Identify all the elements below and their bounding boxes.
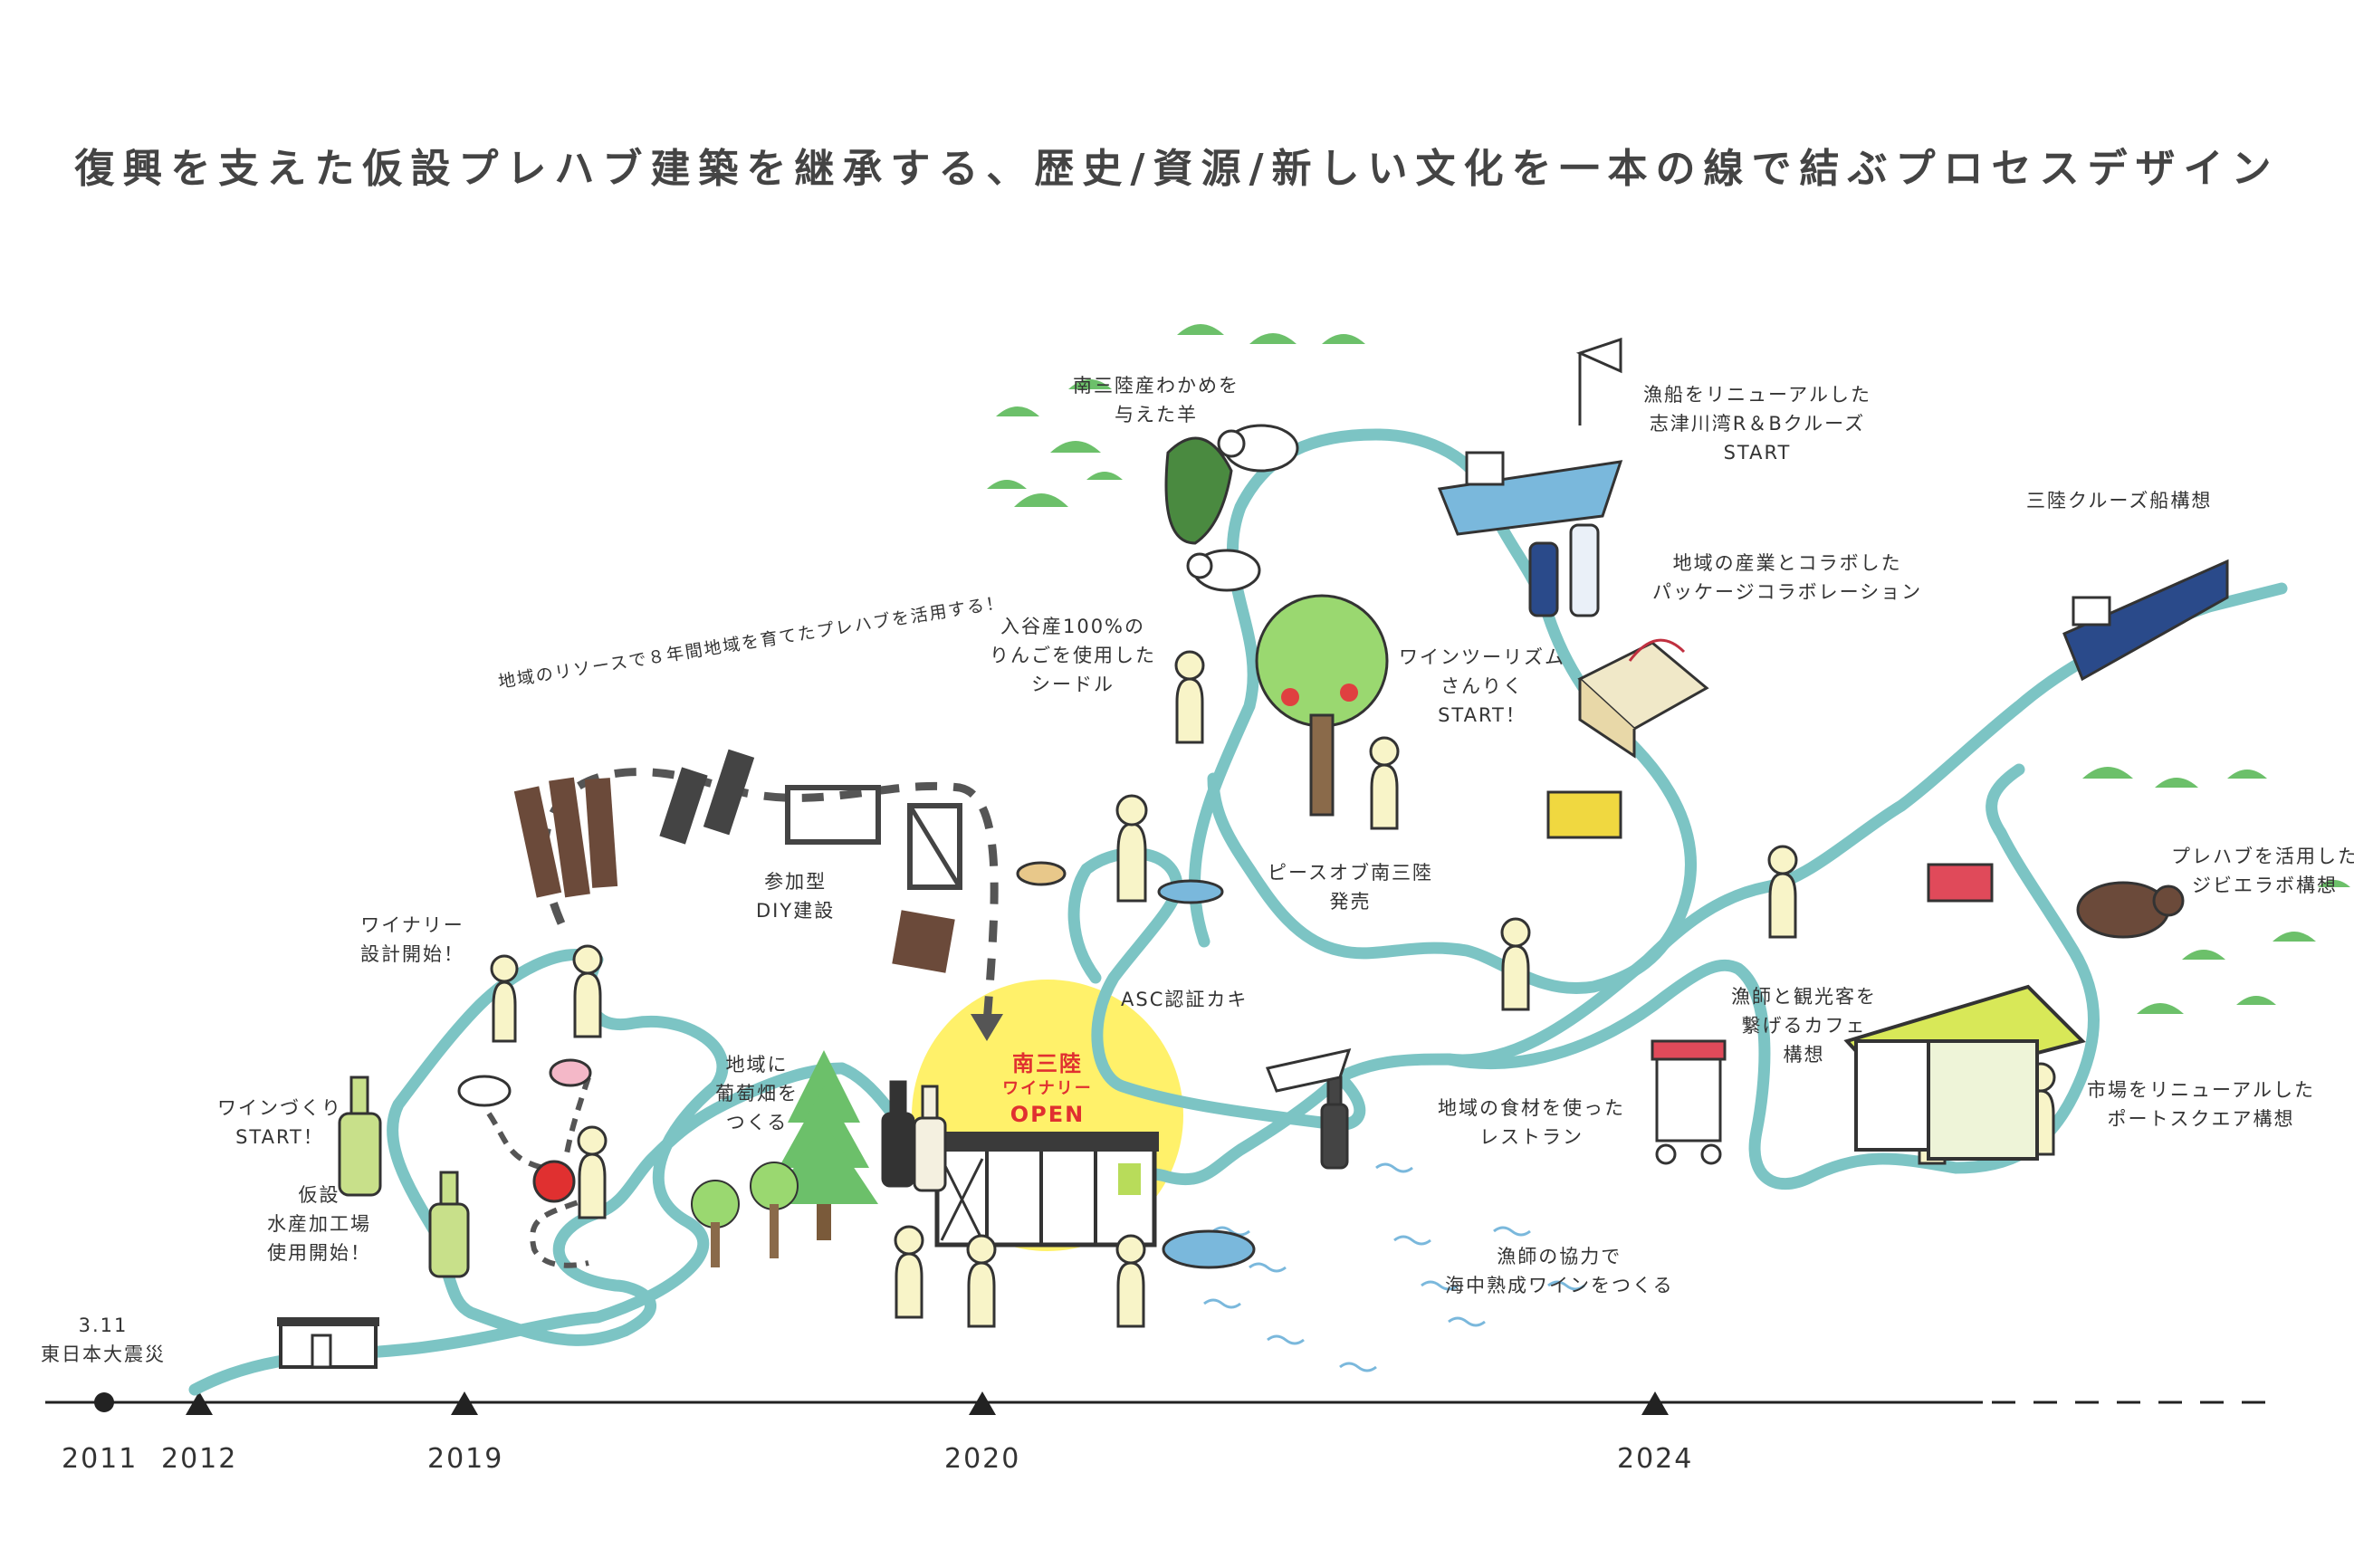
farm-dashed-arrows [486, 1076, 599, 1268]
winery-building [933, 1132, 1159, 1248]
winery-open-label: 南三陸 ワイナリー OPEN [978, 1050, 1117, 1128]
year-2012: 2012 [161, 1443, 238, 1475]
timeline-marker-2011 [94, 1392, 114, 1412]
year-2019: 2019 [427, 1443, 504, 1475]
label-cruise-ship: 三陸クルーズ船構想 [2026, 490, 2213, 512]
label-temp-factory: 仮設 水産加工場 使用開始！ [267, 1184, 371, 1264]
sea-waves-decoration [1203, 1162, 1585, 1372]
label-restaurant: 地域の食材を使った レストラン [1438, 1097, 1625, 1148]
wild-boar [2076, 881, 2185, 939]
process-path [188, 582, 2288, 1396]
farm-animals [457, 1058, 592, 1203]
label-asc: ASC認証カキ [1121, 989, 1249, 1010]
label-diy: 参加型 DIY建設 [756, 871, 836, 922]
year-2024: 2024 [1617, 1443, 1694, 1475]
label-sheep: 南三陸産わかめを 与えた羊 [1073, 375, 1239, 425]
label-package: 地域の産業とコラボした パッケージコラボレーション [1652, 552, 1923, 603]
meat-package [1927, 863, 1994, 903]
label-cider: 入谷産100%の りんごを使用した シードル [990, 616, 1156, 695]
sheep [1186, 424, 1299, 592]
prefab-components-illustration [513, 749, 962, 973]
label-wine-start: ワインづくり START！ [217, 1097, 342, 1148]
label-cafe: 漁師と観光客を 繋げるカフェ 構想 [1731, 986, 1877, 1066]
temporary-factory-building [277, 1317, 379, 1369]
label-winery-design: ワイナリー 設計開始！ [360, 914, 464, 965]
page-title: 復興を支えた仮設プレハブ建築を継承する、歴史/資源/新しい文化を一本の線で結ぶプ… [74, 146, 2280, 192]
prefab-reuse-arrowhead [971, 1014, 1003, 1041]
label-port: 市場をリニューアルした ポートスクエア構想 [2087, 1079, 2315, 1130]
label-tourism: ワインツーリズム さんりく START！ [1399, 646, 1565, 726]
label-underwater: 漁師の協力で 海中熟成ワインをつくる [1445, 1246, 1674, 1296]
winery-open-line3: OPEN [1010, 1102, 1086, 1127]
process-path-lower-right [1442, 763, 2100, 1190]
wine-bottles [338, 523, 1600, 1278]
apple-tree [1255, 594, 1389, 817]
year-2020: 2020 [944, 1443, 1021, 1475]
seaweed-bush [1164, 436, 1233, 545]
grape-vines [691, 1162, 799, 1267]
yellow-container [1546, 790, 1622, 839]
cafe-stall [1651, 1039, 1727, 1165]
small-boat [1265, 1047, 1352, 1093]
year-2011: 2011 [62, 1443, 139, 1475]
winery-open-line2: ワイナリー [1002, 1079, 1093, 1098]
port-square-building [1843, 984, 2086, 1161]
gift-package [1577, 638, 1709, 759]
label-peace: ピースオブ南三陸 発売 [1268, 862, 1433, 913]
label-vineyard: 地域に 葡萄畑を つくる [715, 1054, 799, 1133]
cruise-ship [2062, 559, 2229, 682]
timeline-marker-2024 [1641, 1391, 1669, 1415]
timeline-marker-2020 [969, 1391, 996, 1415]
fishing-boat [1437, 337, 1623, 536]
label-earthquake: 3.11 東日本大震災 [41, 1315, 166, 1365]
fish [1016, 861, 1256, 1269]
winery-open-line1: 南三陸 [1012, 1051, 1083, 1076]
timeline-marker-2019 [451, 1391, 478, 1415]
timeline-marker-2012 [186, 1391, 213, 1415]
label-gibier: プレハブを活用した ジビエラボ構想 [2171, 846, 2354, 896]
label-cruise: 漁船をリニューアルした 志津川湾R＆Bクルーズ START [1643, 384, 1871, 464]
